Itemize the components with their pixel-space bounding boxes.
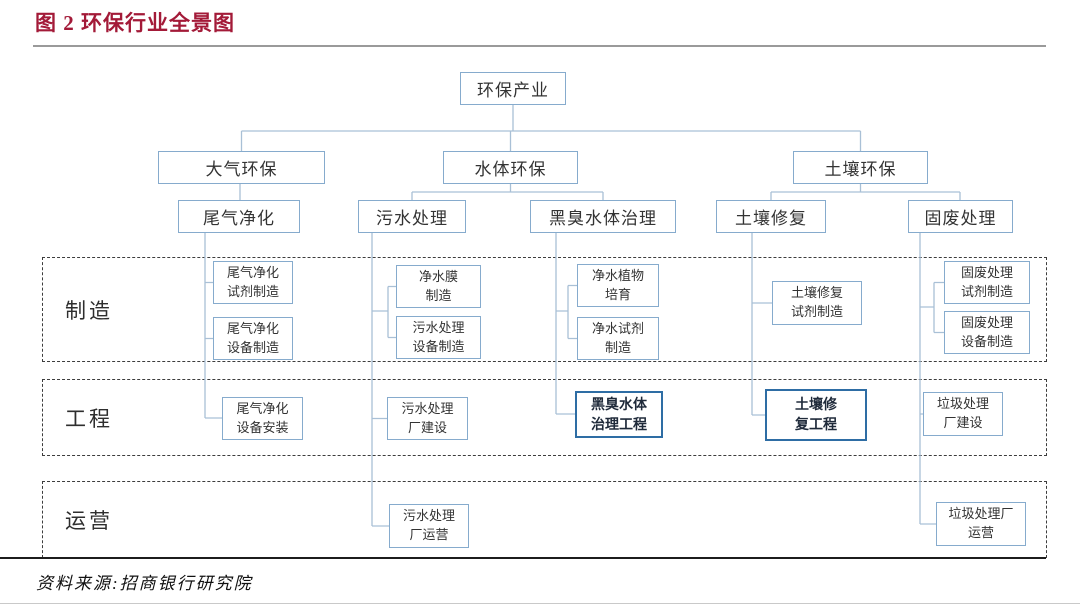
figure-bottom-rule: [0, 557, 1046, 559]
source-note: 资料来源:招商银行研究院: [36, 574, 253, 593]
leaf-exhaust-equipment-mfg: 尾气净化 设备制造: [213, 317, 293, 360]
node-soil-protection: 土壤环保: [793, 151, 928, 184]
leaf-sewage-plant-construction: 污水处理 厂建设: [387, 397, 468, 440]
band-operation-label: 运营: [65, 509, 113, 533]
leaf-soil-remediation-project: 土壤修 复工程: [765, 389, 867, 441]
leaf-water-reagent-mfg: 净水试剂 制造: [577, 317, 659, 360]
band-manufacturing: 制造: [42, 257, 1047, 362]
leaf-water-membrane-mfg: 净水膜 制造: [396, 265, 481, 308]
node-exhaust-purification: 尾气净化: [178, 200, 300, 233]
leaf-garbage-plant-operation: 垃圾处理厂 运营: [936, 502, 1026, 546]
node-solid-waste: 固废处理: [908, 200, 1013, 233]
leaf-sewage-equipment-mfg: 污水处理 设备制造: [396, 316, 481, 359]
leaf-sewage-plant-operation: 污水处理 厂运营: [389, 504, 469, 548]
node-air-protection: 大气环保: [158, 151, 325, 184]
leaf-exhaust-equipment-install: 尾气净化 设备安装: [222, 397, 303, 440]
band-operation: 运营: [42, 481, 1047, 558]
leaf-black-odor-treatment-project: 黑臭水体 治理工程: [575, 391, 663, 438]
leaf-solid-equipment-mfg: 固废处理 设备制造: [944, 311, 1030, 354]
node-black-odor-water: 黑臭水体治理: [530, 200, 676, 233]
node-water-protection: 水体环保: [443, 151, 578, 184]
leaf-garbage-plant-construction: 垃圾处理 厂建设: [923, 392, 1003, 436]
band-engineering-label: 工程: [65, 407, 113, 431]
leaf-exhaust-reagent-mfg: 尾气净化 试剂制造: [213, 261, 293, 304]
node-env-industry: 环保产业: [460, 72, 566, 105]
figure-title: 图 2 环保行业全景图: [35, 11, 235, 35]
leaf-soil-reagent-mfg: 土壤修复 试剂制造: [772, 281, 862, 325]
page-bottom-rule: [0, 603, 1080, 604]
leaf-solid-reagent-mfg: 固废处理 试剂制造: [944, 261, 1030, 304]
title-divider: [33, 45, 1046, 47]
leaf-water-plant-cultivation: 净水植物 培育: [577, 264, 659, 307]
node-sewage-treatment: 污水处理: [358, 200, 466, 233]
node-soil-remediation: 土壤修复: [716, 200, 826, 233]
band-manufacturing-label: 制造: [65, 299, 113, 323]
